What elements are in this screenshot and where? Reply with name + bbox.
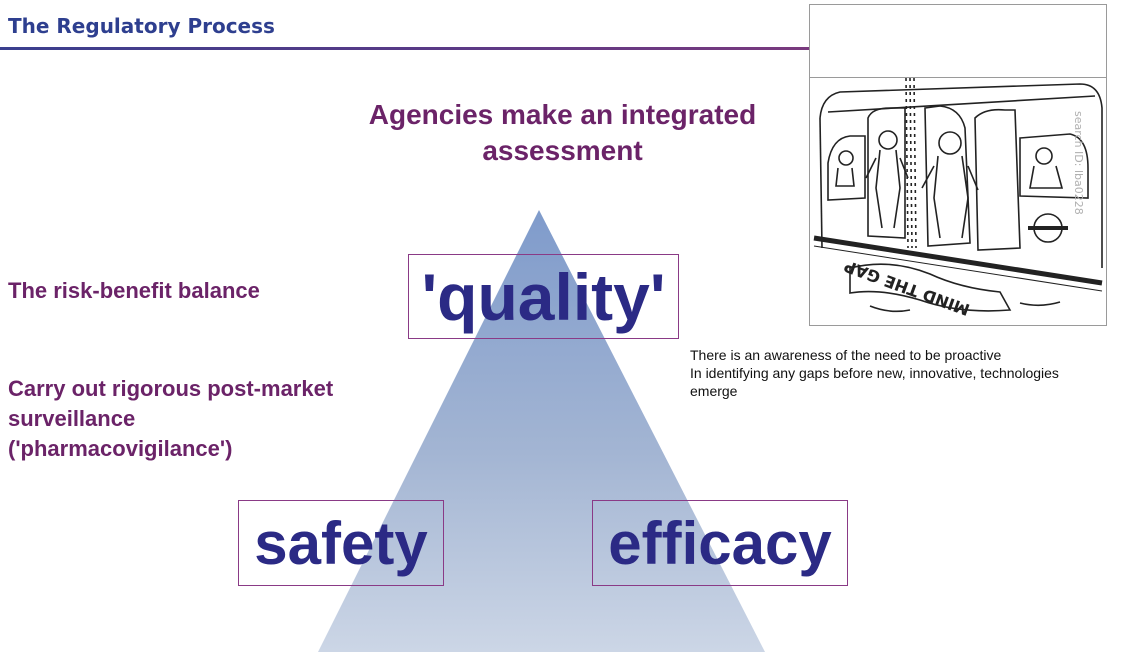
search-id-watermark: search ID: lba0228 — [1072, 111, 1085, 215]
caption-line: There is an awareness of the need to be … — [690, 347, 1002, 363]
headline: Agencies make an integrated assessment — [368, 99, 757, 166]
slide-title: The Regulatory Process — [8, 14, 275, 38]
caption-line: emerge — [690, 383, 738, 399]
caption-line: In identifying any gaps before new, inno… — [690, 365, 1059, 381]
risk-benefit-text: The risk-benefit balance — [8, 278, 260, 303]
pharmacovigilance-text: Carry out rigorous post-market surveilla… — [8, 376, 334, 461]
mind-the-gap-cartoon: MIND THE GAP search ID: lba0228 — [809, 4, 1107, 326]
efficacy-label: efficacy — [592, 500, 848, 586]
quality-label: 'quality' — [408, 254, 679, 339]
cartoon-header-blank — [810, 5, 1106, 78]
safety-label: safety — [238, 500, 444, 586]
cartoon-drawing: MIND THE GAP — [813, 78, 1103, 319]
proactive-caption: There is an awareness of the need to be … — [690, 346, 1137, 400]
title-divider — [0, 47, 812, 50]
